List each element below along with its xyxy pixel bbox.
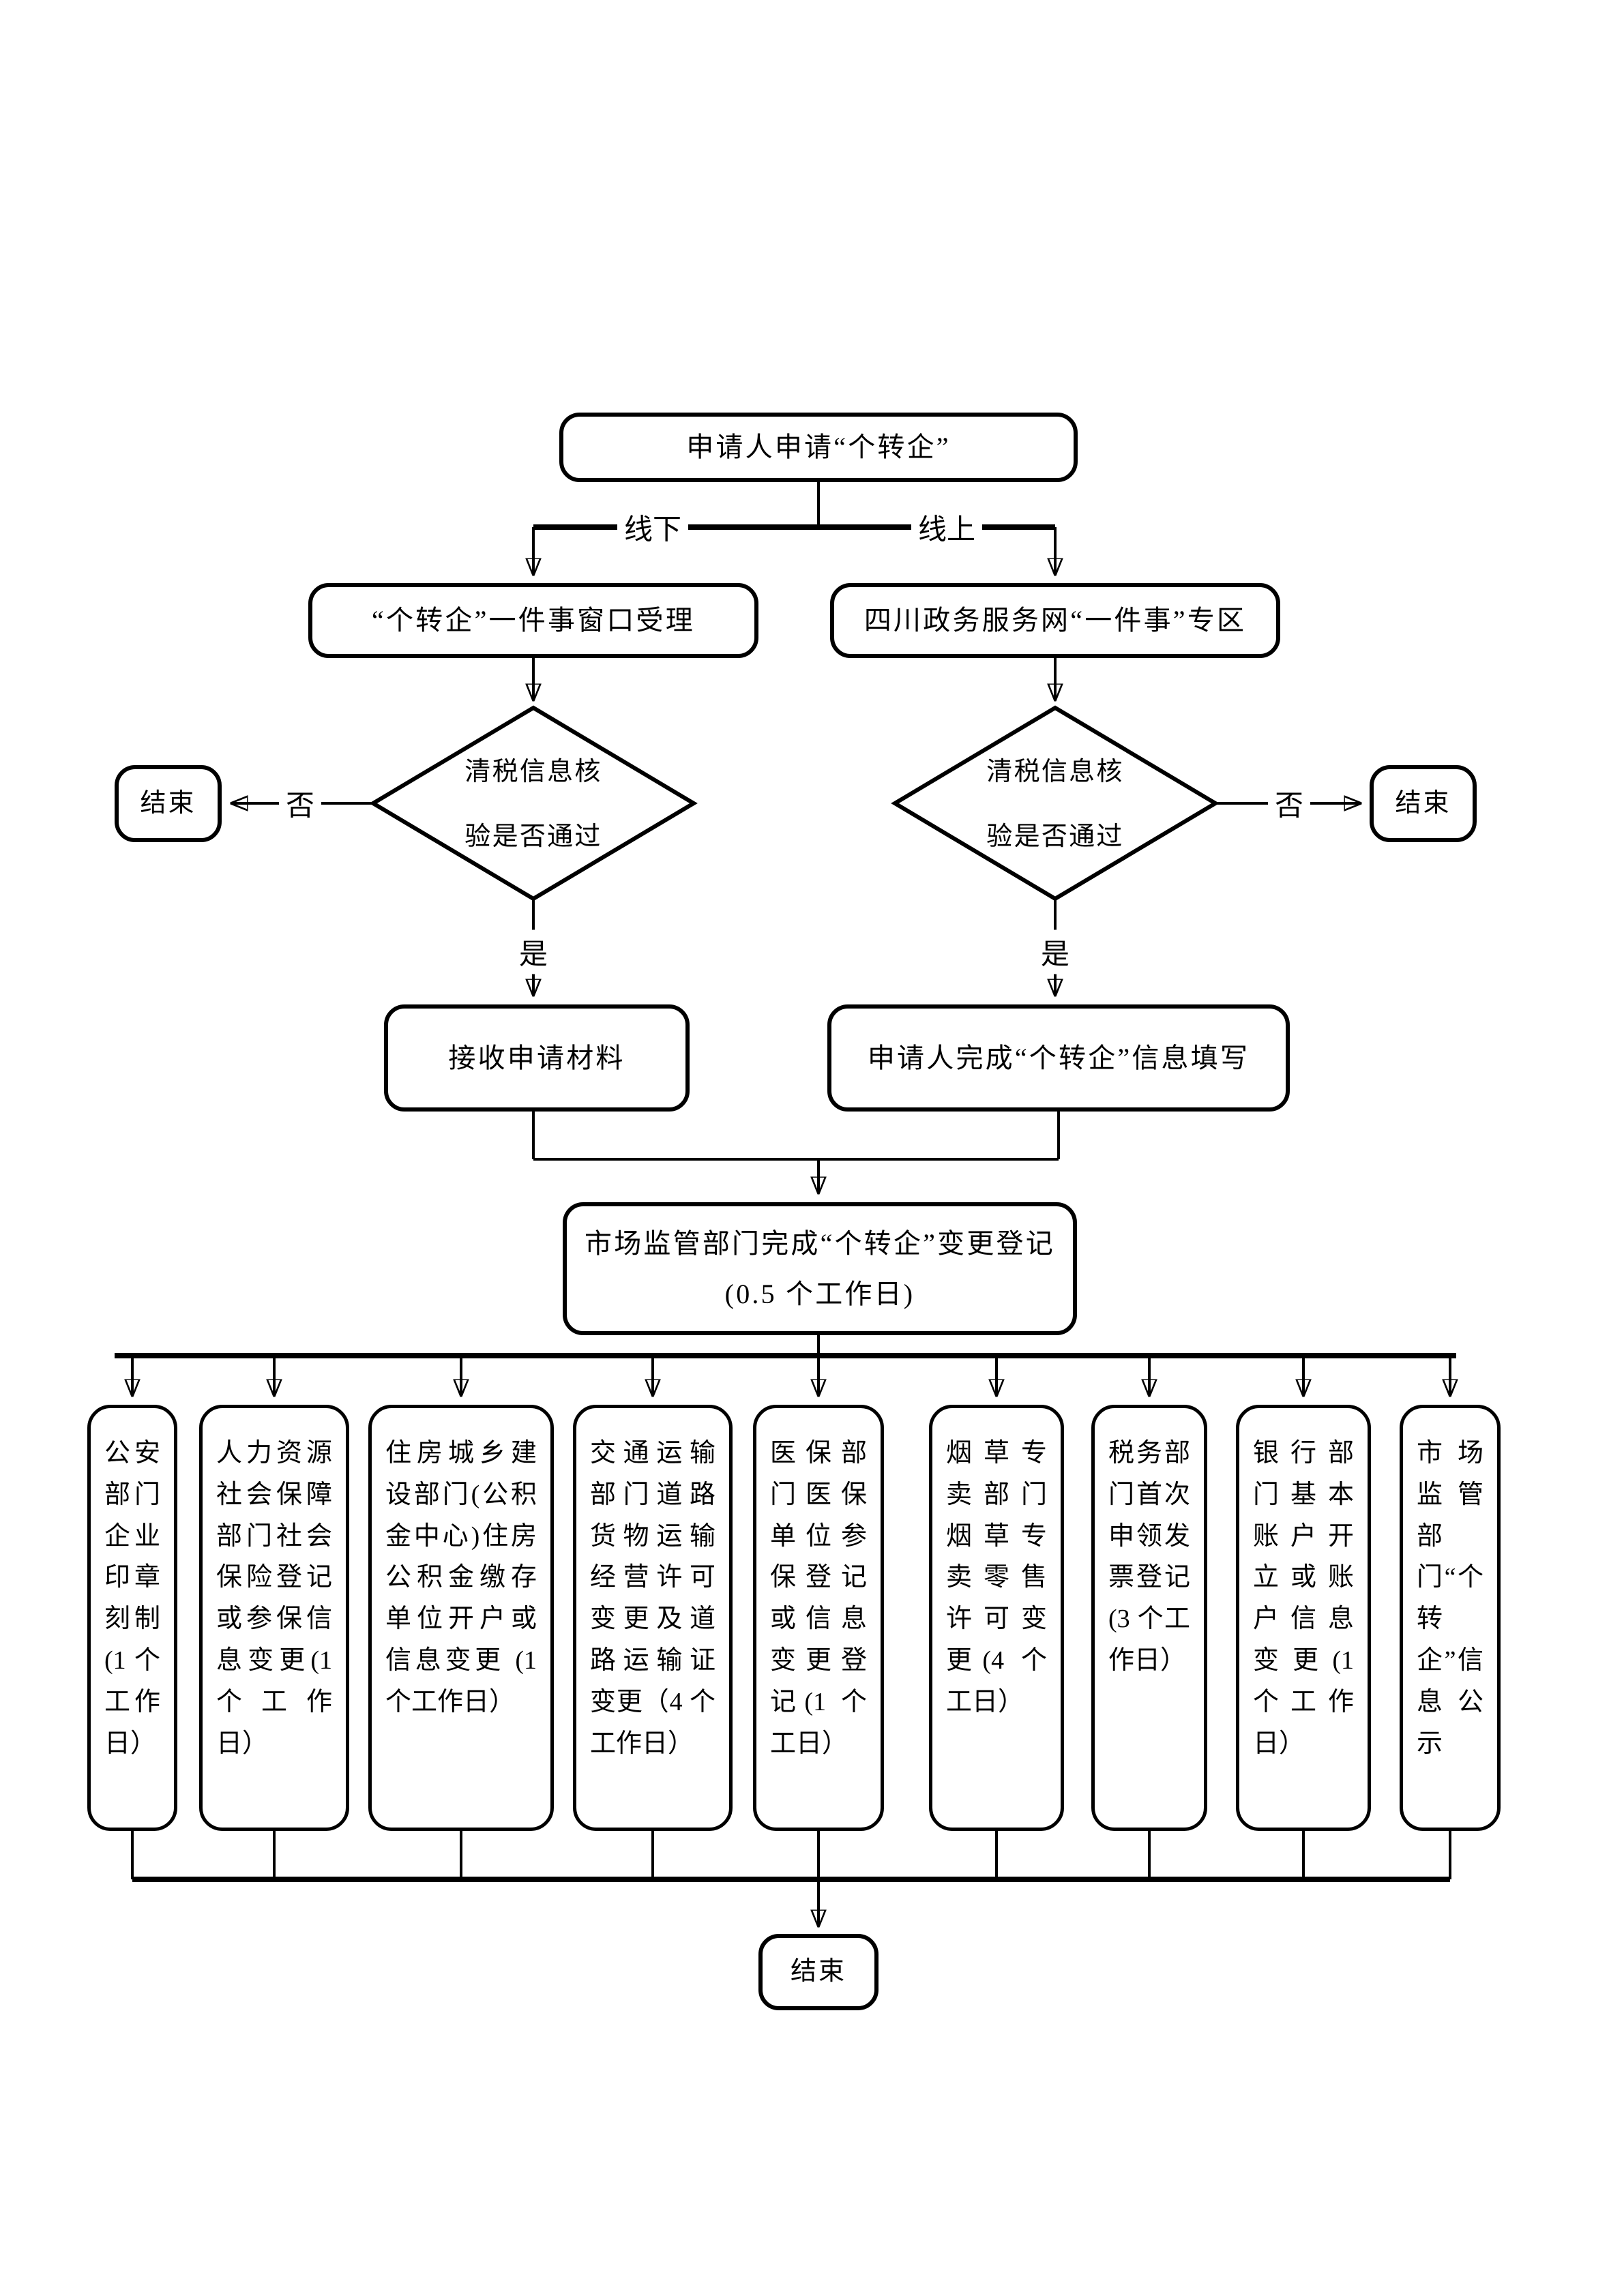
task-box-tobacco-license: 烟草专卖部门烟草专卖零售许可变更(4 个工日） xyxy=(929,1405,1064,1831)
bottom-merge-connectors xyxy=(131,1831,1451,1926)
task-box-hr-social-security: 人力资源社会保障部门社会保险登记或参保信息变更(1 个工作日） xyxy=(199,1405,349,1831)
node-online-portal: 四川政务服务网“一件事”专区 xyxy=(830,583,1280,658)
merge-connectors xyxy=(532,1112,1060,1193)
node-start: 申请人申请“个转企” xyxy=(559,413,1078,482)
task-box-police-seal: 公安部门企业印章刻制(1 个工作日） xyxy=(87,1405,177,1831)
decision-connectors xyxy=(232,658,1360,995)
task-box-transport-license: 交通运输部门道路货物运输经营许可变更及道路运输证变更（4 个工作日） xyxy=(573,1405,733,1831)
edge-label-no-right: 否 xyxy=(1267,781,1311,826)
distribution-connectors xyxy=(115,1335,1456,1395)
task-box-tax-invoice: 税务部门首次申领发票登记(3 个工作日） xyxy=(1091,1405,1207,1831)
node-end-right: 结束 xyxy=(1370,765,1477,842)
edge-label-offline: 线下 xyxy=(617,505,689,550)
task-box-market-publicity: 市场监管部门“个转企”信息公示 xyxy=(1400,1405,1501,1831)
node-registration: 市场监管部门完成“个转企”变更登记 (0.5 个工作日) xyxy=(563,1202,1077,1335)
task-box-housing-fund: 住房城乡建设部门(公积金中心)住房公积金缴存单位开户或信息变更 (1 个工作日） xyxy=(368,1405,554,1831)
edge-label-online: 线上 xyxy=(911,505,983,550)
decision-left-text: 清税信息核 验是否通过 xyxy=(464,758,602,851)
node-fill-info: 申请人完成“个转企”信息填写 xyxy=(827,1004,1290,1112)
decision-right-text: 清税信息核 验是否通过 xyxy=(986,758,1124,851)
node-end-bottom: 结束 xyxy=(758,1934,879,2010)
node-receive-materials: 接收申请材料 xyxy=(384,1004,690,1112)
task-box-bank-account: 银行部门基本账户开立或账户信息变更(1 个工作日） xyxy=(1236,1405,1371,1831)
edge-label-yes-left: 是 xyxy=(512,929,555,974)
node-end-left: 结束 xyxy=(115,765,222,842)
node-offline-intake: “个转企”一件事窗口受理 xyxy=(308,583,758,658)
task-box-medical-insurance: 医保部门医保单位参保登记或信息变更登记(1 个工日） xyxy=(753,1405,884,1831)
edge-label-no-left: 否 xyxy=(278,781,322,826)
node-registration-line1: 市场监管部门完成“个转企”变更登记 xyxy=(585,1227,1055,1259)
node-registration-line2: (0.5 个工作日) xyxy=(724,1278,915,1309)
edge-label-yes-right: 是 xyxy=(1033,929,1077,974)
